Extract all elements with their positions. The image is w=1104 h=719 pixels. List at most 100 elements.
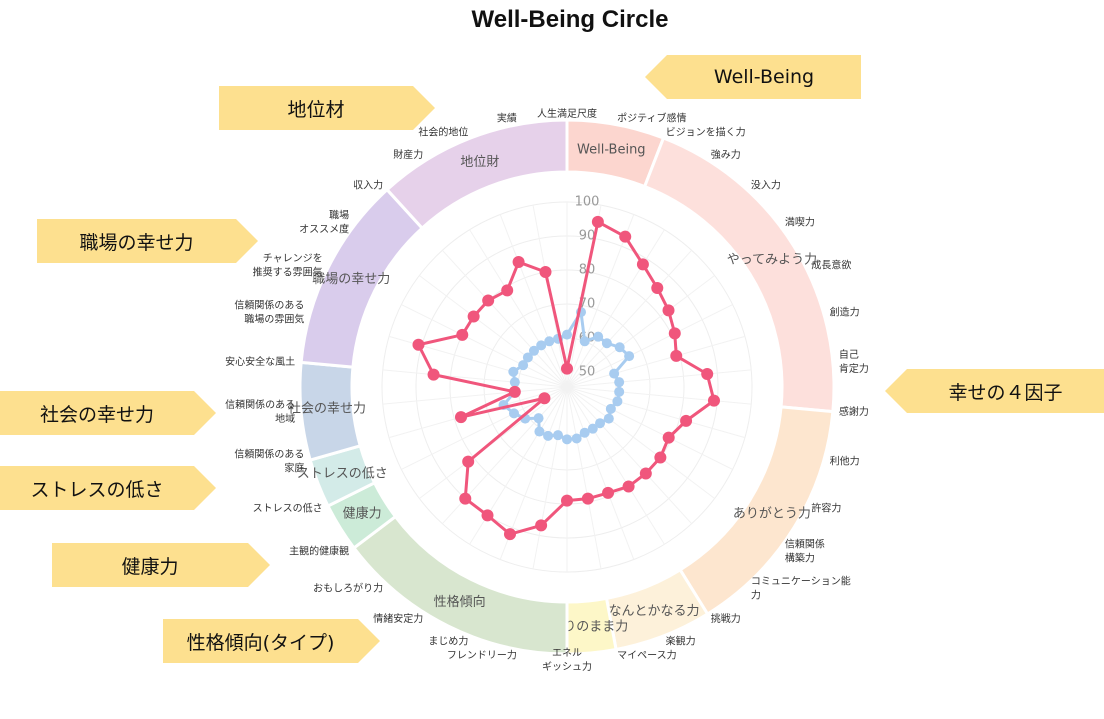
series-point	[651, 281, 664, 294]
series-point	[535, 519, 548, 532]
spoke-line	[566, 386, 752, 405]
series-point	[459, 492, 472, 505]
series-point	[603, 413, 614, 424]
axis-label: 人生満足尺度	[537, 107, 597, 120]
axis-label: 没入力	[751, 178, 781, 191]
callout-personality: 性格傾向(タイプ)	[163, 619, 380, 663]
series-point	[561, 494, 573, 507]
spoke-line	[566, 229, 665, 388]
series-point	[467, 310, 480, 323]
callout-four-factors: 幸せの４因子	[885, 369, 1104, 413]
series-point	[512, 256, 525, 269]
series-point	[591, 215, 604, 228]
axis-label: 利他力	[830, 455, 860, 468]
axis-label: 信頼関係構築力	[785, 539, 825, 565]
series-point	[533, 413, 544, 424]
series-point	[536, 340, 547, 351]
series-line	[416, 220, 716, 536]
r-tick-label: 100	[575, 195, 600, 210]
axis-label: 楽観力	[666, 635, 696, 648]
series-point	[534, 426, 545, 437]
category-label: やってみよう力	[727, 253, 817, 268]
axis-label: 信頼関係のある職場の雰囲気	[234, 299, 304, 325]
spoke-line	[566, 386, 665, 545]
axis-label: 安心安全な風土	[225, 355, 295, 368]
series-point	[654, 451, 667, 464]
series-point	[662, 431, 675, 444]
series-point	[503, 528, 516, 541]
spoke-line	[441, 249, 568, 388]
spoke-line	[566, 249, 693, 388]
series-point	[670, 349, 683, 362]
series-point	[482, 294, 495, 307]
category-label: 健康力	[343, 505, 382, 521]
series-point	[427, 368, 440, 381]
series-point	[518, 360, 529, 371]
callout-status-goods: 地位材	[219, 86, 435, 130]
spoke-line	[499, 214, 568, 388]
spoke-line	[566, 214, 635, 388]
data-series	[412, 215, 720, 541]
series-point	[508, 366, 519, 377]
series-point	[668, 327, 681, 340]
series-point	[456, 328, 469, 341]
series-point	[571, 433, 582, 444]
series-point	[636, 258, 649, 271]
series-point	[561, 362, 573, 375]
series-point	[701, 368, 714, 381]
spoke-line	[401, 304, 568, 388]
series-point	[508, 385, 521, 398]
series-point	[412, 338, 425, 351]
series-point	[581, 492, 594, 505]
category-label: 地位財	[460, 155, 499, 170]
axis-label: コミュニケーション能力	[751, 575, 851, 602]
axis-label: ポジティブ感情	[617, 112, 686, 125]
series-point	[539, 265, 552, 278]
category-label: 性格傾向	[434, 594, 486, 610]
callout-low-stress: ストレスの低さ	[0, 466, 216, 510]
series-point	[579, 427, 590, 438]
spoke-line	[566, 386, 635, 560]
spoke-line	[566, 386, 715, 499]
series-point	[562, 434, 572, 445]
axis-label: 成長意欲	[811, 258, 851, 271]
category-label: ありがとう力	[733, 506, 811, 521]
axis-label: 許容力	[811, 502, 841, 515]
category-ring: Well-Beingやってみよう力ありがとう力なんとかなる力ありのまま力性格傾向…	[288, 118, 836, 656]
axis-label: 挑戦力	[711, 612, 741, 625]
series-point	[552, 430, 563, 441]
series-point	[579, 336, 590, 347]
callout-health: 健康力	[52, 543, 270, 587]
series-point	[593, 331, 604, 342]
spoke-line	[419, 275, 568, 388]
series-point	[544, 336, 555, 347]
series-point	[707, 394, 720, 407]
series-point	[528, 345, 539, 356]
chart-title: Well-Being Circle	[471, 6, 669, 33]
series-point	[639, 467, 652, 480]
axis-label: 実績	[497, 112, 517, 125]
series-point	[543, 430, 554, 441]
axis-label: 感謝力	[839, 405, 869, 418]
spoke-line	[566, 386, 733, 470]
series-point	[605, 403, 616, 414]
callout-workplace-happiness: 職場の幸せ力	[37, 219, 258, 263]
axis-label: 主観的健康観	[289, 545, 349, 558]
r-tick-label: 50	[579, 365, 596, 380]
axis-label: 信頼関係のある家庭	[234, 449, 304, 475]
spoke-line	[469, 229, 568, 388]
axis-label: 収入力	[353, 178, 383, 191]
category-label: Well-Being	[577, 143, 646, 158]
axis-label: おもしろがり力	[313, 582, 383, 595]
series-point	[587, 423, 598, 434]
axis-label: マイペース力	[617, 648, 677, 661]
series-point	[624, 351, 635, 362]
category-segment	[385, 118, 569, 231]
series-point	[614, 386, 625, 397]
axis-label: 情緒安定力	[373, 612, 423, 625]
axis-label: フレンドリー力	[447, 648, 517, 661]
spoke-line	[566, 386, 693, 525]
axis-label: 財産力	[393, 148, 423, 161]
axis-label: 信頼関係のある地域	[225, 399, 295, 425]
